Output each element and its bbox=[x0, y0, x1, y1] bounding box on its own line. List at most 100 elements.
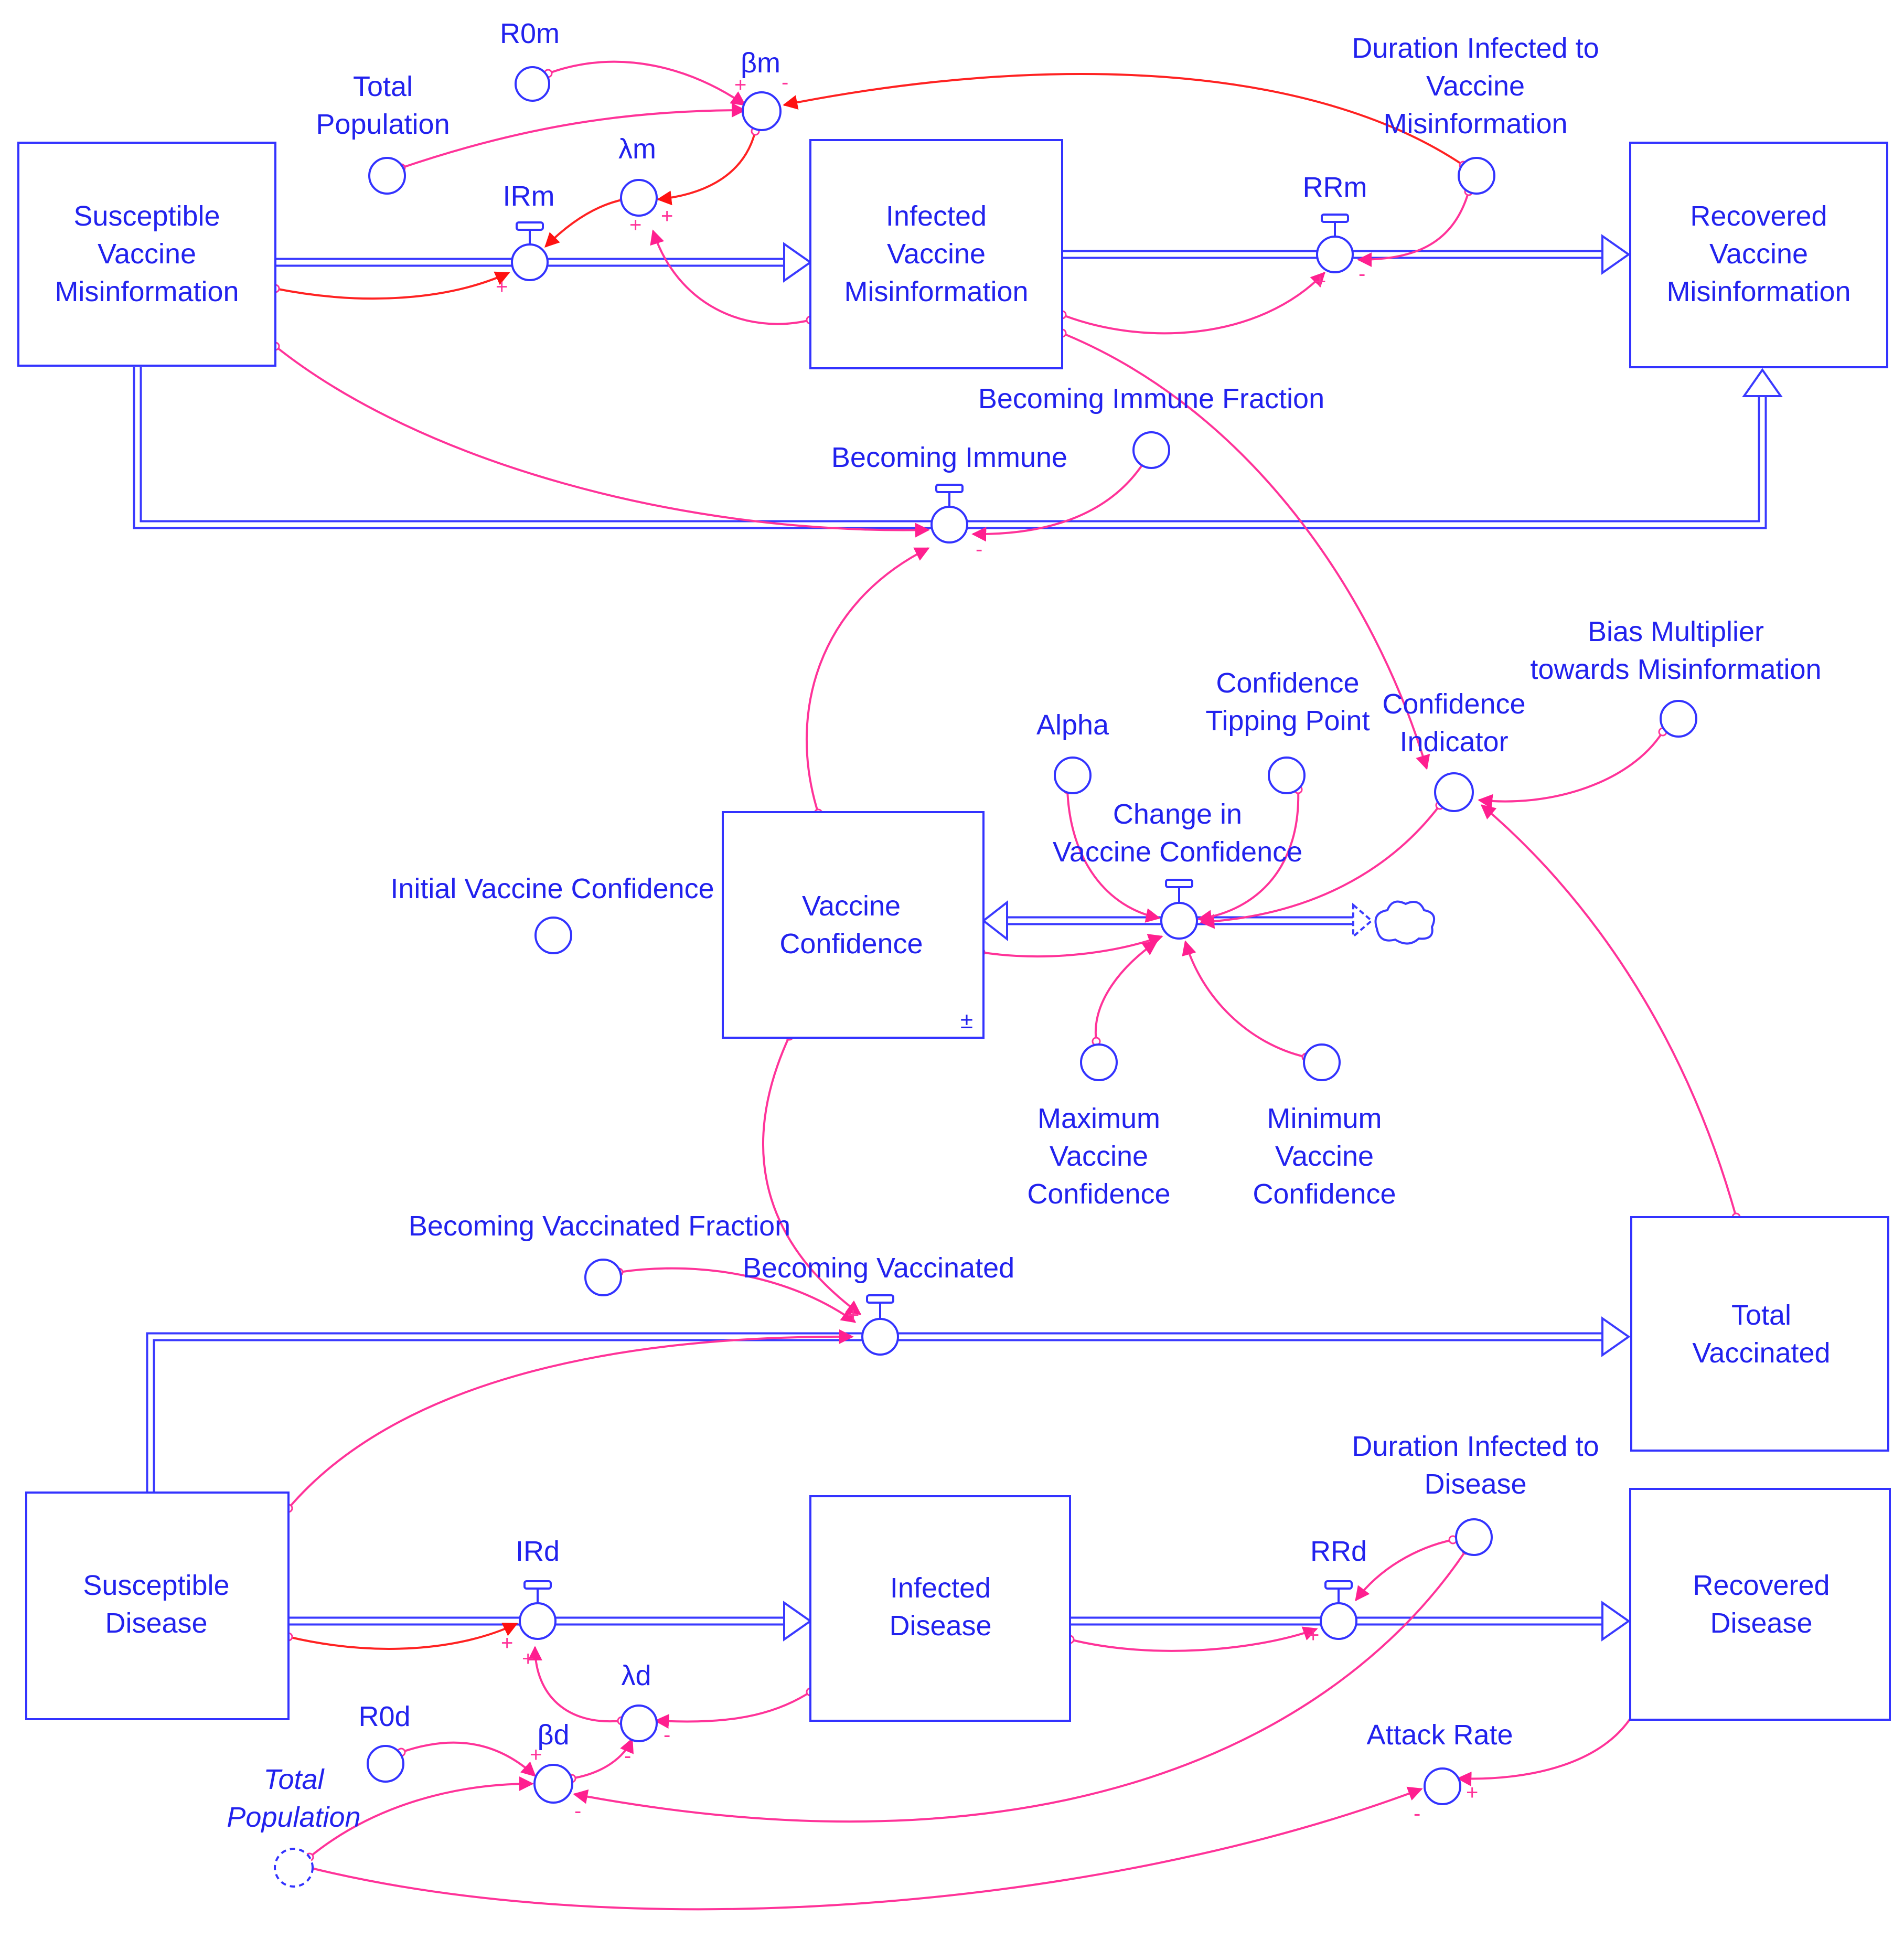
variable-label: Misinformation bbox=[1383, 108, 1567, 140]
pipe-becoming-vaccinated bbox=[146, 1316, 1631, 1495]
link-totalpop-betam bbox=[401, 103, 746, 169]
aux-confidence-tipping-point[interactable]: Confidence Tipping Point bbox=[1205, 667, 1370, 794]
valve-ird[interactable]: IRd bbox=[516, 1536, 560, 1640]
link-ivm-lambdam bbox=[650, 229, 811, 325]
variable-label: Indicator bbox=[1399, 726, 1508, 758]
polarity-signs: + - + + + + - - + + + - + - - + - + bbox=[496, 71, 1478, 1825]
stock-label: Disease bbox=[889, 1610, 991, 1642]
link-totalpop-attackrate bbox=[309, 1786, 1423, 1911]
stock-infected-disease[interactable]: Infected Disease bbox=[809, 1495, 1071, 1722]
polarity-plus: + bbox=[1307, 1624, 1319, 1647]
flow-label: IRd bbox=[516, 1536, 560, 1567]
variable-label: Confidence bbox=[1027, 1178, 1170, 1210]
aux-attack-rate[interactable]: Attack Rate bbox=[1366, 1719, 1513, 1805]
variable-label: Total bbox=[353, 71, 413, 102]
variable-label: Maximum bbox=[1037, 1103, 1160, 1134]
polarity-plus: + bbox=[1314, 270, 1326, 293]
link-minvc-change bbox=[1182, 940, 1307, 1058]
polarity-minus: - bbox=[976, 538, 982, 561]
link-id-rrd bbox=[1069, 1626, 1318, 1652]
link-ivm-rrm bbox=[1062, 271, 1325, 335]
stock-label: Misinformation bbox=[55, 276, 239, 307]
valve-irm[interactable]: IRm bbox=[503, 180, 555, 281]
link-svm-irm bbox=[275, 271, 510, 300]
aux-beta-d[interactable]: βd bbox=[533, 1719, 573, 1804]
stock-recovered-disease[interactable]: Recovered Disease bbox=[1629, 1488, 1891, 1721]
aux-total-population-shadow[interactable]: Total Population bbox=[227, 1764, 361, 1888]
polarity-minus: - bbox=[782, 71, 788, 94]
aux-confidence-indicator[interactable]: Confidence Indicator bbox=[1382, 688, 1526, 812]
stock-label: Recovered bbox=[1693, 1570, 1830, 1601]
valve-becoming-immune[interactable]: Becoming Immune bbox=[831, 442, 1067, 544]
link-ci-change bbox=[1200, 804, 1441, 929]
polarity-minus: - bbox=[1359, 262, 1365, 285]
stock-label: Confidence bbox=[779, 928, 923, 960]
link-duration-betam bbox=[783, 73, 1464, 166]
aux-becoming-immune-fraction[interactable]: Becoming Immune Fraction bbox=[978, 383, 1324, 469]
link-durationd-betad bbox=[573, 1549, 1467, 1823]
variable-label: Confidence bbox=[1382, 688, 1525, 720]
link-r0d-betad bbox=[401, 1741, 537, 1777]
variable-label: Alpha bbox=[1036, 709, 1109, 741]
valve-rrd[interactable]: RRd bbox=[1310, 1536, 1367, 1640]
stock-vaccine-confidence[interactable]: Vaccine Confidence ± bbox=[722, 811, 985, 1039]
plus-minus-icon: ± bbox=[960, 1008, 973, 1034]
variable-label: Total bbox=[263, 1764, 325, 1795]
aux-lambda-d[interactable]: λd bbox=[620, 1660, 658, 1742]
variable-label: λm bbox=[618, 133, 656, 165]
aux-r0m[interactable]: R0m bbox=[500, 18, 560, 102]
flow-label: RRd bbox=[1310, 1536, 1367, 1567]
variable-label: Duration Infected to bbox=[1352, 1431, 1599, 1462]
link-durationd-rrd bbox=[1355, 1539, 1453, 1602]
aux-becoming-vaccinated-fraction[interactable]: Becoming Vaccinated Fraction bbox=[409, 1210, 790, 1296]
stock-label: Infected bbox=[886, 200, 987, 232]
polarity-plus: + bbox=[496, 275, 508, 299]
variable-label: βm bbox=[741, 47, 780, 79]
stock-label: Misinformation bbox=[844, 276, 1028, 307]
valve-rrm[interactable]: RRm bbox=[1303, 172, 1367, 273]
link-duration-rrm bbox=[1357, 191, 1470, 267]
stock-label: Vaccine bbox=[887, 238, 986, 270]
polarity-minus: - bbox=[664, 1723, 670, 1746]
variable-label: Confidence bbox=[1216, 667, 1359, 699]
stock-label: Vaccinated bbox=[1692, 1337, 1830, 1369]
aux-maximum-vaccine-confidence[interactable]: Maximum Vaccine Confidence bbox=[1027, 1043, 1171, 1210]
link-rd-attackrate bbox=[1457, 1712, 1635, 1786]
flow-label: IRm bbox=[503, 180, 555, 212]
aux-r0d[interactable]: R0d bbox=[358, 1701, 411, 1783]
aux-initial-vaccine-confidence[interactable]: Initial Vaccine Confidence bbox=[390, 873, 714, 954]
aux-bias-multiplier[interactable]: Bias Multiplier towards Misinformation bbox=[1530, 616, 1822, 738]
variable-label: Tipping Point bbox=[1205, 705, 1370, 737]
polarity-plus: + bbox=[629, 214, 641, 237]
polarity-plus: + bbox=[501, 1632, 513, 1655]
aux-lambda-m[interactable]: λm bbox=[618, 133, 658, 217]
stock-susceptible-disease[interactable]: Susceptible Disease bbox=[25, 1491, 290, 1720]
link-bias-confidenceindicator bbox=[1478, 731, 1664, 809]
variable-label: λd bbox=[621, 1660, 651, 1691]
aux-minimum-vaccine-confidence[interactable]: Minimum Vaccine Confidence bbox=[1253, 1043, 1396, 1210]
stock-infected-vaccine-misinformation[interactable]: Infected Vaccine Misinformation bbox=[809, 139, 1063, 369]
link-bvf-becomingvaccinated bbox=[618, 1267, 857, 1323]
link-tipping-change bbox=[1197, 789, 1300, 925]
aux-duration-infected-to-disease[interactable]: Duration Infected to Disease bbox=[1352, 1431, 1599, 1556]
link-vc-becomingvaccinated bbox=[762, 1036, 862, 1315]
link-lambdam-irm bbox=[544, 198, 625, 248]
aux-duration-infected-to-vaccine-misinformation[interactable]: Duration Infected to Vaccine Misinformat… bbox=[1352, 33, 1599, 195]
aux-alpha[interactable]: Alpha bbox=[1036, 709, 1109, 794]
aux-beta-m[interactable]: βm bbox=[741, 47, 782, 131]
polarity-plus: + bbox=[661, 205, 673, 228]
valve-becoming-vaccinated[interactable]: Becoming Vaccinated bbox=[743, 1252, 1014, 1356]
polarity-plus: + bbox=[530, 1743, 542, 1766]
link-lambdad-ird bbox=[528, 1646, 622, 1723]
variable-label: Bias Multiplier bbox=[1588, 616, 1764, 647]
variable-label: Becoming Vaccinated Fraction bbox=[409, 1210, 790, 1242]
aux-total-population[interactable]: Total Population bbox=[316, 71, 450, 195]
valve-change-in-vaccine-confidence[interactable]: Change in Vaccine Confidence bbox=[1053, 798, 1302, 940]
link-sd-becomingvaccinated bbox=[287, 1329, 854, 1509]
link-totalpop-betad bbox=[308, 1776, 534, 1858]
stock-susceptible-vaccine-misinformation[interactable]: Susceptible Vaccine Misinformation bbox=[17, 142, 276, 367]
stock-recovered-vaccine-misinformation[interactable]: Recovered Vaccine Misinformation bbox=[1629, 142, 1888, 368]
stock-label: Susceptible bbox=[83, 1570, 229, 1601]
stock-total-vaccinated[interactable]: Total Vaccinated bbox=[1630, 1216, 1889, 1452]
